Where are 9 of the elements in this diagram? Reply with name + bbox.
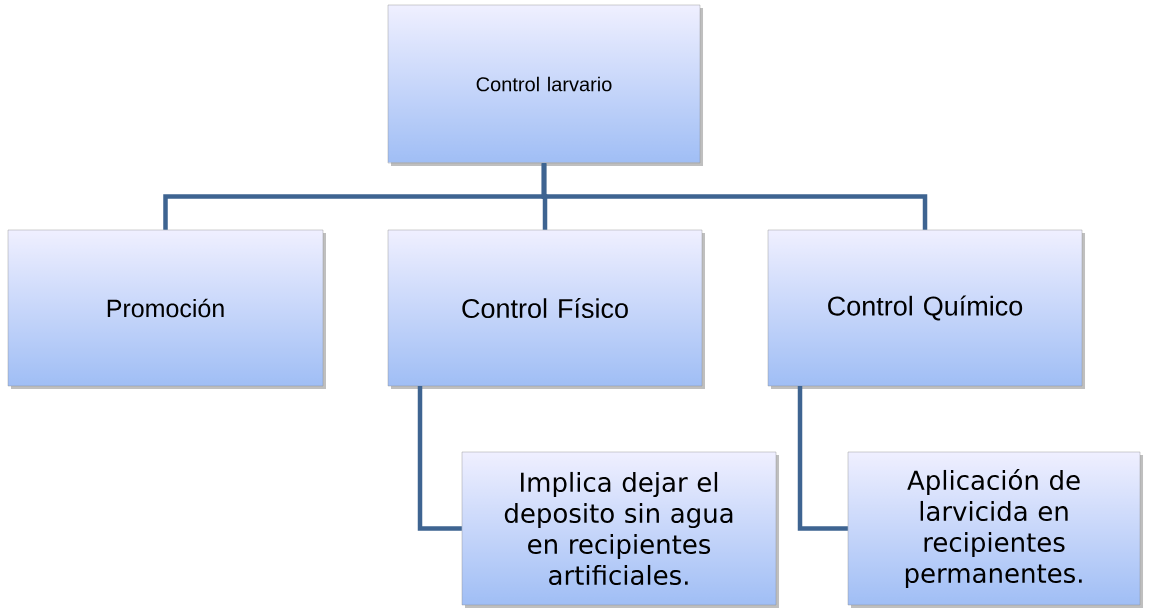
box: Promoción (7, 229, 324, 387)
connector-line (417, 386, 462, 531)
connector-line (797, 386, 848, 531)
box: Aplicación de larvicida en recipientes permanentes. (847, 451, 1141, 606)
box: Control larvario (387, 4, 701, 164)
box: Implica dejar el deposito sin agua en recipientes artificiales. (461, 451, 777, 606)
connector-line (541, 163, 928, 230)
box: Control Físico (387, 229, 703, 387)
box: Control Químico (767, 229, 1083, 387)
